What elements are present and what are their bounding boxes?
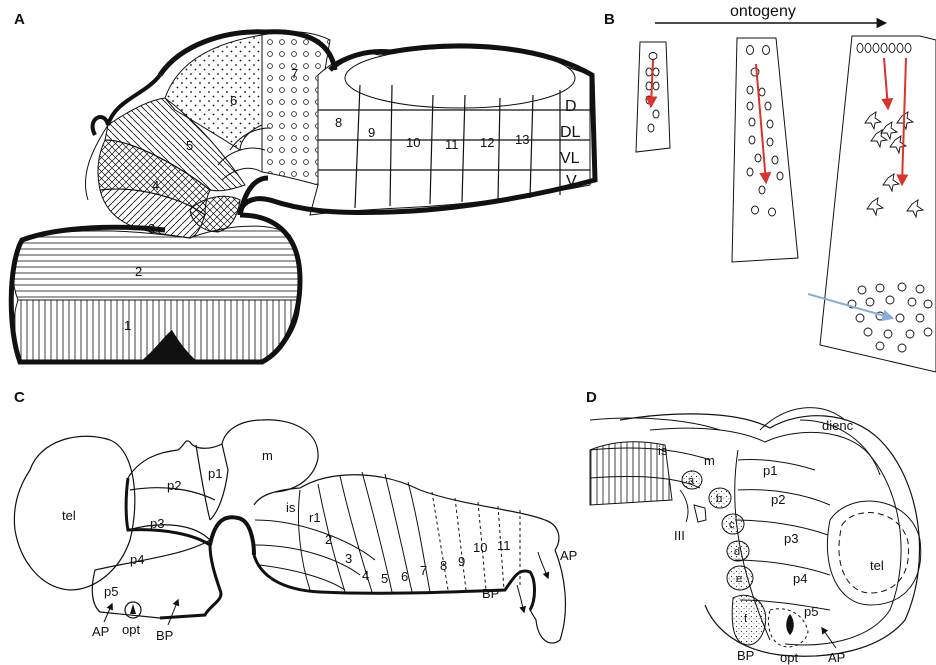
c-label-r3: 3: [345, 551, 352, 566]
d-nerve-iii-bundle: [694, 505, 706, 522]
strip-3-red-arrow-1: [884, 58, 888, 108]
c-optic-mark: [130, 604, 136, 614]
region-label-5: 5: [186, 138, 193, 153]
c-label-ap: AP: [92, 624, 109, 639]
d-optic-mark: [786, 614, 794, 635]
c-label-p4: p4: [130, 552, 144, 567]
d-label-iii: III: [674, 528, 685, 543]
d-label-ap: AP: [828, 650, 845, 665]
panel-d: D dienc is m p: [586, 389, 921, 665]
d-label-tel: tel: [870, 558, 884, 573]
panel-d-letter: D: [586, 389, 597, 406]
region-label-9: 9: [368, 125, 375, 140]
region-label-8: 8: [335, 115, 342, 130]
c-label-p5: p5: [104, 584, 118, 599]
d-label-is: is: [658, 443, 668, 458]
d-telencephalon: [827, 501, 920, 605]
d-label-p2: p2: [771, 492, 785, 507]
d-nucleus-d: d: [734, 546, 740, 558]
c-label-p2: p2: [167, 478, 181, 493]
c-label-r1: r1: [309, 510, 321, 525]
region-label-12: 12: [480, 135, 494, 150]
d-label-bp: BP: [737, 648, 754, 663]
panel-c: C tel m p1: [14, 389, 577, 643]
region-label-7: 7: [291, 66, 298, 81]
d-nucleus-a: a: [688, 475, 695, 487]
strip-2-cells: [747, 46, 784, 217]
strip-3-blue-arrow: [808, 294, 892, 318]
c-label-r2: 2: [325, 532, 332, 547]
region-label-4: 4: [152, 178, 159, 193]
d-nerve-iii: [680, 490, 688, 522]
c-thick-borders: [126, 478, 221, 618]
c-label-r7: 7: [420, 563, 427, 578]
panel-a: A 1: [11, 11, 595, 362]
region-label-6: 6: [230, 93, 237, 108]
region-label-2: 2: [135, 264, 142, 279]
c-label-p1: p1: [208, 466, 222, 481]
zone-label-dl: DL: [560, 124, 581, 141]
c-hindbrain-ventral: [254, 555, 535, 610]
d-label-p1: p1: [763, 463, 777, 478]
d-label-p4: p4: [793, 571, 807, 586]
d-label-p3: p3: [784, 531, 798, 546]
region-label-13: 13: [515, 132, 529, 147]
c-label-m: m: [262, 448, 273, 463]
zone-label-d: D: [565, 98, 577, 115]
d-label-dienc: dienc: [822, 418, 854, 433]
panel-b: B ontogeny: [604, 3, 936, 372]
c-label-opt: opt: [122, 622, 140, 637]
strip-2: [732, 38, 798, 262]
ontogeny-label: ontogeny: [730, 3, 796, 20]
d-nucleus-c: c: [729, 519, 735, 531]
zone-label-vl: VL: [560, 150, 580, 167]
d-inner-shell: [650, 428, 901, 645]
c-bp-right-arrow: [517, 585, 524, 612]
c-bp-arrow: [168, 600, 178, 625]
strip-1-red-arrow: [651, 60, 653, 106]
panel-c-letter: C: [14, 389, 25, 406]
strip-3-cells: [857, 44, 911, 53]
c-label-r4: 4: [362, 568, 369, 583]
c-prosomere-borders: [95, 445, 215, 570]
strip-2-red-arrow: [756, 64, 766, 182]
zone-label-v: V: [566, 173, 577, 190]
d-nuclei: [682, 471, 766, 645]
strip-1: [636, 42, 670, 152]
region-label-11: 11: [445, 137, 459, 152]
c-label-ap-right: AP: [560, 548, 577, 563]
c-label-r9: 9: [458, 554, 465, 569]
region-label-1: 1: [124, 318, 131, 333]
region-label-3: 3: [148, 221, 155, 236]
panel-a-letter: A: [14, 11, 25, 28]
d-label-opt: opt: [780, 650, 798, 665]
panel-b-letter: B: [604, 11, 615, 28]
region-label-10: 10: [406, 135, 420, 150]
d-label-p5: p5: [804, 604, 818, 619]
strip-3-red-arrow-2: [902, 58, 906, 184]
c-ap-right-arrow: [538, 552, 548, 578]
c-label-r11: 11: [497, 538, 511, 553]
c-label-bp: BP: [156, 628, 173, 643]
c-label-tel: tel: [62, 508, 76, 523]
c-flexure: [210, 517, 254, 555]
d-ap-arrow: [822, 628, 836, 648]
c-label-r10: 10: [473, 540, 487, 555]
c-label-r8: 8: [440, 558, 447, 573]
d-dienc-arcs: [760, 408, 880, 475]
strip-3-stellate-cells: [865, 112, 923, 217]
d-nucleus-e: e: [736, 573, 742, 585]
c-p5-outline: [92, 570, 160, 618]
c-label-p3: p3: [150, 516, 164, 531]
d-nucleus-b: b: [716, 493, 722, 505]
c-label-r6: 6: [401, 569, 408, 584]
c-label-bp-right: BP: [482, 586, 499, 601]
c-label-is: is: [286, 500, 296, 515]
c-label-r5: 5: [381, 571, 388, 586]
d-prosomere-borders: [735, 459, 830, 610]
d-label-m: m: [704, 453, 715, 468]
region-2: [13, 226, 302, 300]
